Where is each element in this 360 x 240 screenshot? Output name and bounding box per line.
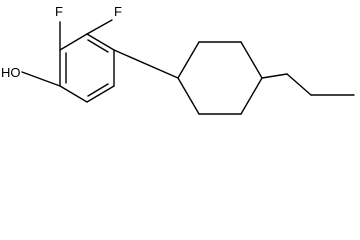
bond-r4-r5: [240, 77, 263, 115]
chemical-structure-diagram: F F HO: [1, 4, 355, 115]
double-bond-c2-c3: [87, 39, 109, 53]
bond-c2-f2: [86, 19, 113, 35]
bond-c5-c6: [59, 85, 88, 103]
bond-c3-cyclohexyl: [113, 49, 179, 79]
fluorine-1-label: F: [55, 4, 63, 19]
bond-c4-c5: [86, 85, 115, 103]
bond-c1-c2: [59, 33, 88, 51]
bond-r1-r2: [177, 41, 200, 79]
fluorine-2-label: F: [114, 4, 122, 19]
double-bond-c4-c5: [87, 83, 109, 97]
hydroxyl-label: HO: [1, 65, 21, 80]
bond-r3-r4: [240, 41, 263, 79]
bond-propyl-2: [286, 73, 312, 96]
bond-r6-r1: [177, 77, 200, 115]
benzene-ring: [59, 33, 115, 103]
bond-propyl-1: [261, 73, 288, 79]
cyclohexane-ring: [177, 41, 263, 115]
bond-c6-oh: [21, 71, 61, 87]
bond-c2-c3: [86, 33, 115, 51]
propyl-chain: [261, 73, 355, 96]
